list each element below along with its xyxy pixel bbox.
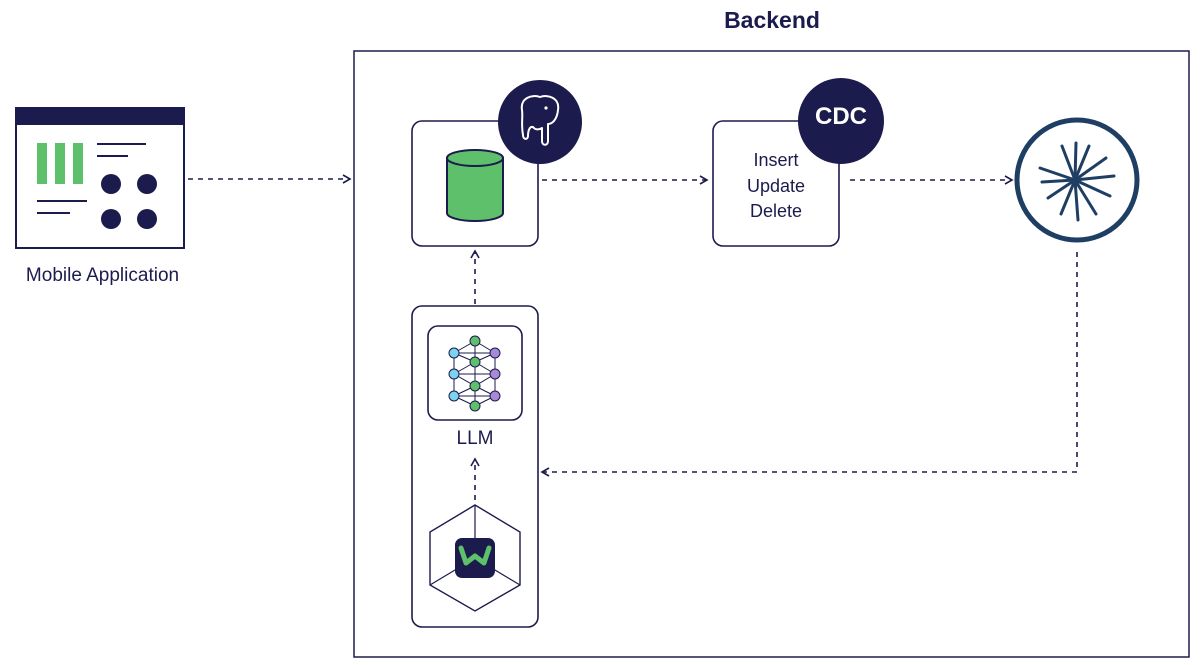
cdc-insert-label: Insert	[753, 150, 799, 170]
database-cylinder-icon	[446, 149, 504, 222]
cdc-update-label: Update	[746, 176, 806, 196]
kafka-stream-logo-icon	[1014, 117, 1140, 243]
mobile-app-window-icon	[15, 107, 185, 249]
backend-container	[353, 50, 1190, 658]
hexagon-logo-icon	[429, 504, 521, 612]
postgresql-elephant-icon	[498, 80, 582, 164]
arrow-stream-to-llm	[540, 252, 1078, 477]
llm-label: LLM	[456, 428, 494, 449]
backend-title: Backend	[724, 7, 820, 33]
mobile-app-label: Mobile Application	[25, 265, 180, 286]
cdc-box	[712, 120, 840, 247]
neural-network-icon	[448, 335, 501, 412]
cdc-badge-label: CDC	[815, 103, 867, 130]
cdc-delete-label: Delete	[749, 201, 803, 221]
cdc-badge	[798, 78, 884, 164]
